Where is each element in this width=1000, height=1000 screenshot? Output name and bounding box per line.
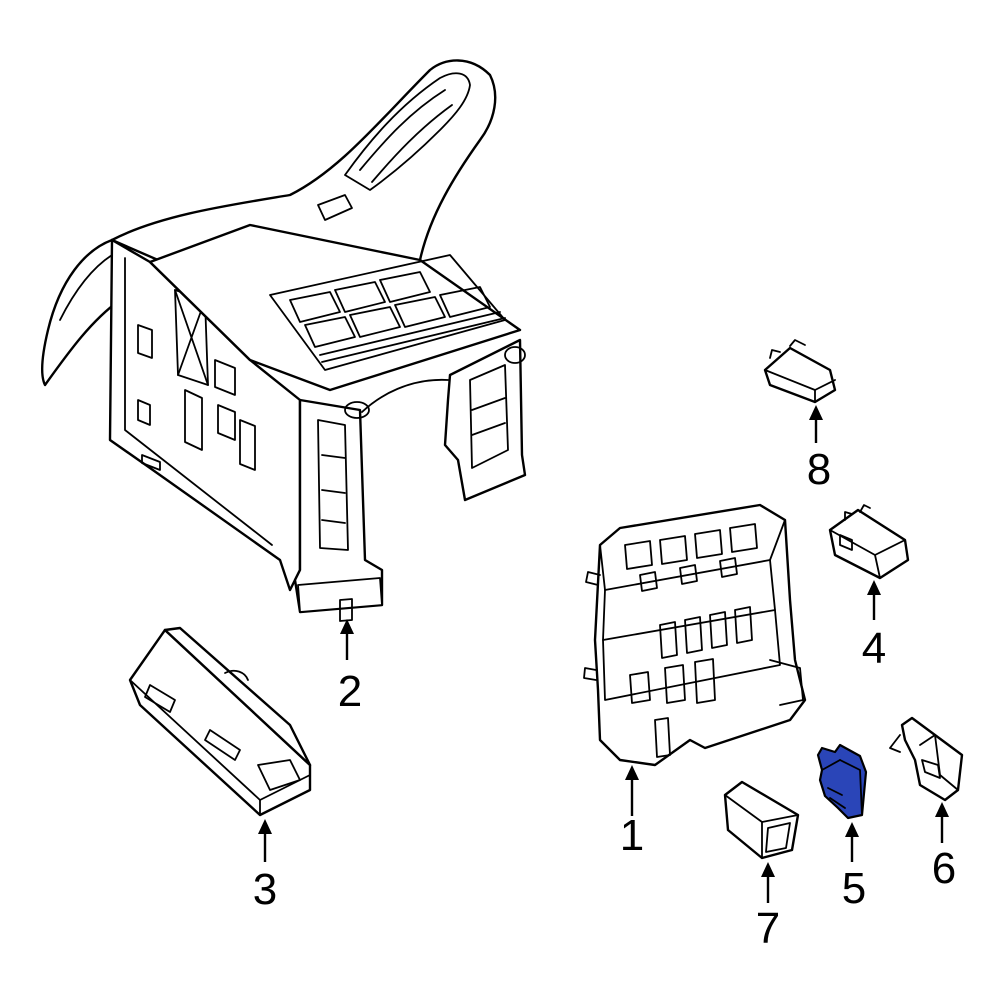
callout-number-5: 5: [842, 864, 866, 913]
callout-7: 7: [756, 862, 780, 953]
part-5-mini-fuse: [816, 743, 868, 820]
part-6-fuse: [889, 716, 964, 802]
callout-2: 2: [338, 619, 362, 716]
callout-5: 5: [842, 822, 866, 913]
callout-4: 4: [862, 580, 886, 673]
arrowhead-5: [845, 822, 859, 837]
callout-1: 1: [620, 765, 644, 860]
callout-number-7: 7: [756, 904, 780, 953]
callout-number-1: 1: [620, 811, 644, 860]
arrowhead-7: [761, 862, 775, 877]
callout-8: 8: [807, 405, 831, 494]
callout-number-2: 2: [338, 667, 362, 716]
part-8-relay: [763, 339, 837, 404]
callout-number-4: 4: [862, 624, 886, 673]
arrowhead-2: [340, 619, 354, 634]
callout-labels: 1 2 3 4 5 6: [253, 405, 956, 953]
arrowhead-6: [935, 802, 949, 817]
part-1-fuse-relay-block: [583, 503, 807, 767]
arrowhead-4: [867, 580, 881, 595]
arrowhead-1: [625, 765, 639, 780]
part-7-fuse: [723, 780, 800, 860]
part-3-cover: [128, 626, 312, 817]
part-4-relay: [828, 504, 910, 580]
arrowhead-8: [809, 405, 823, 420]
callout-number-3: 3: [253, 865, 277, 914]
arrowhead-3: [258, 819, 272, 834]
callout-6: 6: [932, 802, 956, 893]
part-2-mounting-bracket: [40, 59, 527, 622]
callout-number-8: 8: [807, 445, 831, 494]
callout-3: 3: [253, 819, 277, 914]
callout-number-6: 6: [932, 844, 956, 893]
